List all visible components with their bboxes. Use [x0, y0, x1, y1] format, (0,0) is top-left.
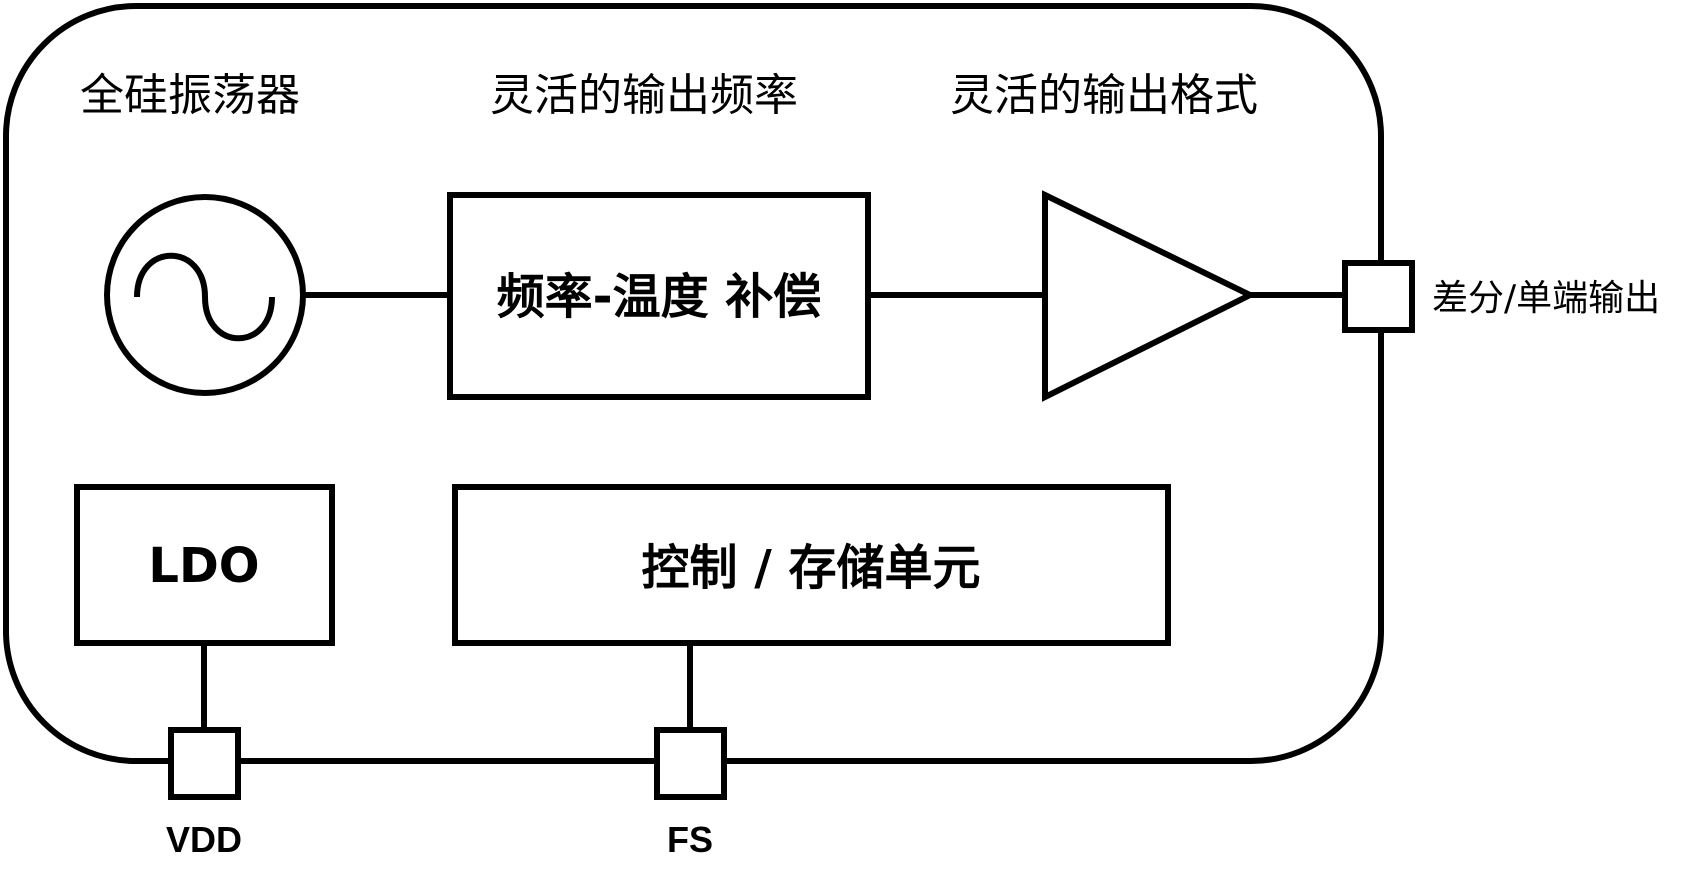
fs-pin — [654, 727, 727, 800]
heading-format: 灵活的输出格式 — [950, 70, 1258, 121]
compensation-label: 频率-温度 补偿 — [497, 269, 822, 325]
ldo-block: LDO — [74, 484, 335, 646]
oscillator-icon — [104, 194, 306, 396]
heading-frequency: 灵活的输出频率 — [490, 70, 798, 121]
control-block: 控制 / 存储单元 — [452, 484, 1171, 646]
vdd-pin — [168, 727, 241, 800]
vdd-label: VDD — [166, 819, 242, 860]
ldo-label: LDO — [148, 538, 259, 594]
compensation-block: 频率-温度 补偿 — [447, 192, 871, 400]
output-pin — [1342, 260, 1415, 333]
buffer-triangle-icon — [1042, 190, 1257, 402]
heading-oscillator: 全硅振荡器 — [80, 70, 300, 121]
output-label: 差分/单端输出 — [1432, 278, 1660, 319]
control-label: 控制 / 存储单元 — [642, 540, 981, 596]
fs-label: FS — [667, 819, 713, 860]
